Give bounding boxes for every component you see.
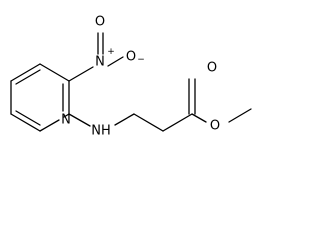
carbonyl-oxygen-label: O xyxy=(207,61,217,76)
molecule-structure: N N + O O − NH O O xyxy=(10,15,252,139)
bond-nitro-n-o-single xyxy=(107,56,124,67)
ring-nitrogen-label: N xyxy=(61,113,71,128)
ester-oxygen-label: O xyxy=(210,119,220,134)
bond-amine-ch2 xyxy=(114,113,135,126)
bond-ester-o-methyl xyxy=(228,108,252,123)
nitro-oxygen-single-label: O xyxy=(126,50,136,65)
bond-c4-c5 xyxy=(10,63,41,82)
nitro-oxygen-charge: − xyxy=(137,55,145,65)
bond-c1-ring-n xyxy=(63,113,70,118)
bond-carbonyl-c-ester-o xyxy=(191,113,207,123)
bond-ring-n-c2 xyxy=(39,119,60,132)
nitro-nitrogen-charge: + xyxy=(107,47,115,57)
aminopropanoate-chain xyxy=(68,78,252,132)
amine-nh-label: NH xyxy=(91,124,111,139)
nitro-nitrogen-label: N xyxy=(95,55,105,70)
bond-c5-c6 xyxy=(39,63,70,82)
pyridine-ring xyxy=(10,63,70,132)
bond-ch2-carbonyl-c xyxy=(162,113,193,132)
nitro-group xyxy=(68,32,124,82)
bond-c1-amine xyxy=(68,113,91,127)
bond-c2-c3 xyxy=(10,113,41,132)
bond-c4-c5-inner xyxy=(15,69,41,85)
bond-c6-nitro-n xyxy=(68,66,94,82)
structure-canvas: N N + O O − NH O O xyxy=(10,15,252,139)
bond-ch2-ch2 xyxy=(133,113,164,132)
bond-c2-c3-inner xyxy=(15,110,41,126)
nitro-oxygen-double-label: O xyxy=(95,15,105,30)
